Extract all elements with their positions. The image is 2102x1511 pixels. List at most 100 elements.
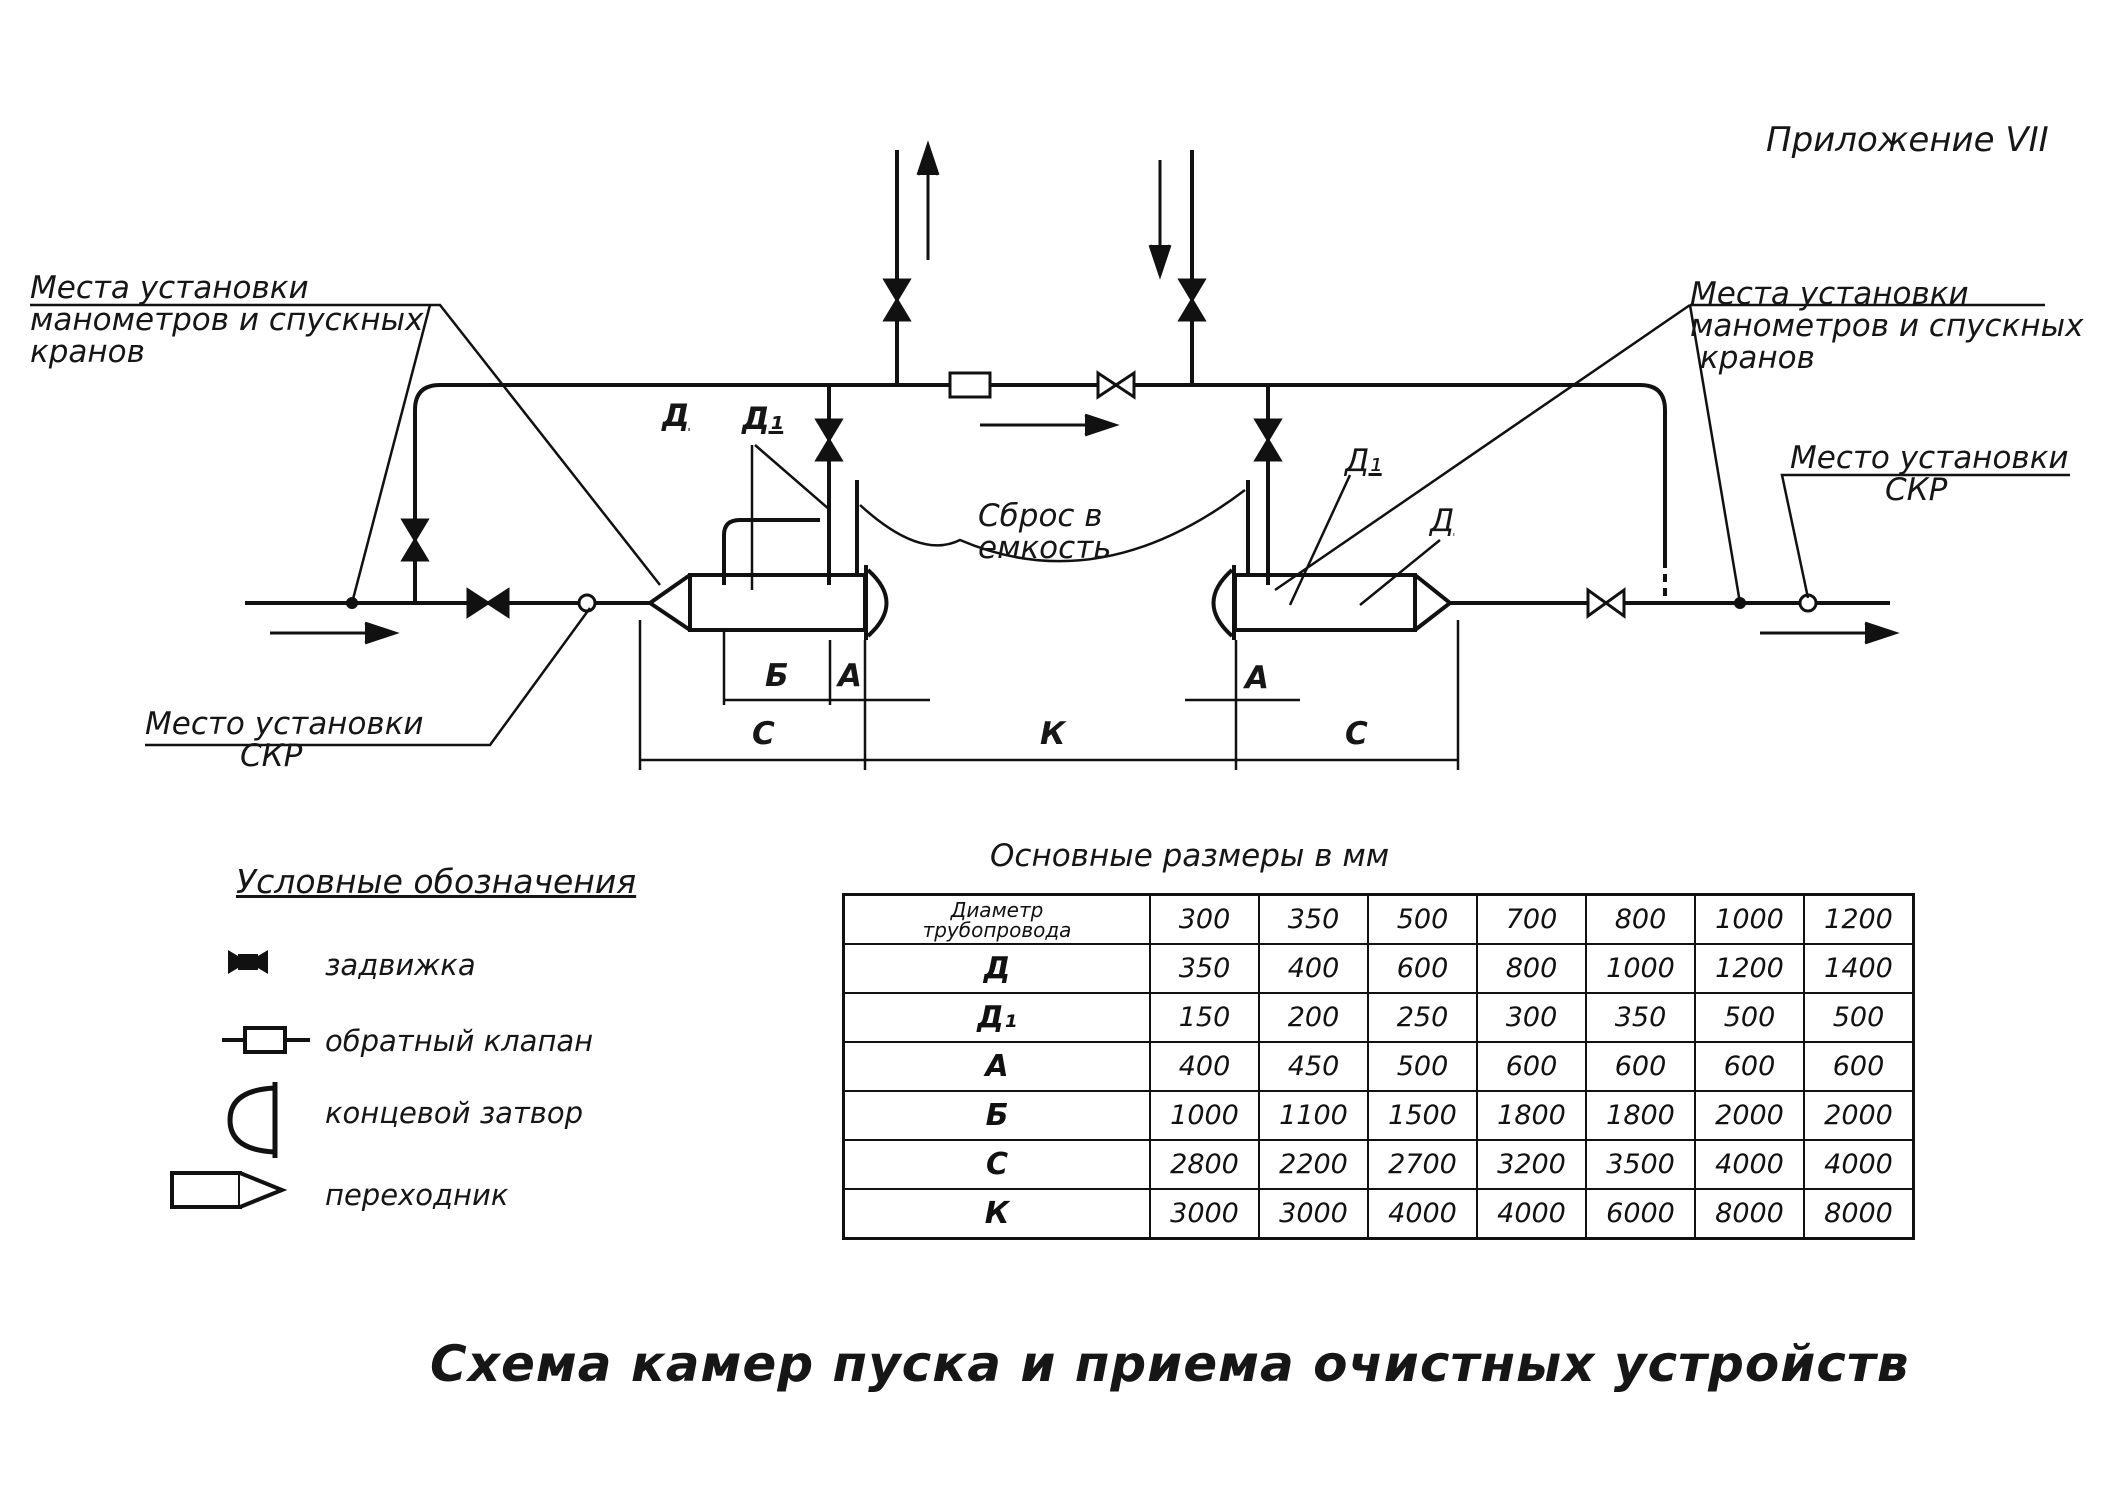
table-cell: 1100 [1258,1090,1369,1141]
table-cell: 500 [1694,992,1805,1043]
table-cell: 200 [1258,992,1369,1043]
label-skr-left: Место установки СКР [145,708,424,772]
table-row: К 3000 3000 4000 4000 6000 8000 8000 [842,1188,1915,1240]
table-cell: 150 [1149,992,1260,1043]
launch-reducer [646,573,692,632]
gate-valve-icon [400,518,430,562]
table-cell: 3000 [1258,1188,1369,1240]
label-manometer-right: Места установки манометров и спускных кр… [1690,278,2083,374]
table-cell: 600 [1803,1041,1915,1092]
check-valve-icon [948,371,992,399]
end-closure-icon [227,1082,278,1158]
table-cell: 4000 [1476,1188,1587,1240]
table-cell: 800 [1476,943,1587,994]
row-label: А [842,1041,1151,1092]
leader-skr-right [1780,473,2070,599]
label-line: кранов [30,334,145,370]
gate-valve-icon [1253,418,1283,462]
table-cell: 1000 [1149,1090,1260,1141]
skr-marker-left [577,593,597,613]
table-row: Б 1000 1100 1500 1800 1800 2000 2000 [842,1090,1915,1141]
label-line: СКР [1885,472,1948,508]
gate-valve-icon [1096,370,1136,400]
label-d1-right: Д₁ [1345,443,1382,479]
table-cell: 2200 [1258,1139,1369,1190]
table-cell: 2700 [1367,1139,1478,1190]
legend-label-adapter: переходник [325,1178,509,1212]
table-cell: 300 [1476,992,1587,1043]
header-label-cell: Диаметр трубопровода [842,893,1151,945]
bypass-pipe [413,383,1667,603]
table-cell: 6000 [1585,1188,1696,1240]
check-valve-icon [222,1026,310,1054]
table-cell: 3000 [1149,1188,1260,1240]
table-cell: 600 [1367,943,1478,994]
table-cell: 3500 [1585,1139,1696,1190]
label-line: кранов [1700,340,1815,376]
receive-closure [1211,568,1234,638]
table-row: А 400 450 500 600 600 600 600 [842,1041,1915,1092]
column-header: 800 [1585,893,1696,945]
row-label: К [842,1188,1151,1240]
adapter-icon [170,1171,288,1209]
column-header: 1200 [1803,893,1915,945]
dim-label-k: К [1040,716,1066,752]
legend-icons [170,950,310,1209]
table-cell: 600 [1476,1041,1587,1092]
row-label: Б [842,1090,1151,1141]
column-header: 350 [1258,893,1369,945]
table-cell: 8000 [1694,1188,1805,1240]
gate-valve-icon [1177,278,1207,322]
table-cell: 8000 [1803,1188,1915,1240]
table-cell: 1200 [1694,943,1805,994]
table-cell: 2000 [1694,1090,1805,1141]
gate-valve-icon [814,418,844,462]
table-cell: 500 [1367,1041,1478,1092]
label-line: Сброс в [978,498,1103,534]
launch-chamber [688,573,867,632]
label-line: Место установки [145,706,424,742]
appendix-label: Приложение VII [1766,120,2049,160]
table-cell: 350 [1585,992,1696,1043]
label-line: емкость [978,530,1112,566]
label-d-left: Д [662,398,690,434]
dim-label-a-right: А [1245,660,1269,696]
table-cell: 500 [1803,992,1915,1043]
table-cell: 4000 [1694,1139,1805,1190]
table-cell: 250 [1367,992,1478,1043]
table-cell: 400 [1258,943,1369,994]
table-cell: 2000 [1803,1090,1915,1141]
table-title: Основные размеры в мм [990,838,1390,874]
row-label: Д₁ [842,992,1151,1043]
launch-closure [866,568,889,638]
left-loop [722,518,820,585]
table-cell: 400 [1149,1041,1260,1092]
table-cell: 1500 [1367,1090,1478,1141]
label-d-right: Д [1430,503,1455,539]
label-discharge: Сброс в емкость [978,500,1112,564]
legend-label-gate-valve: задвижка [325,948,476,982]
label-line: манометров и спускных [1690,308,2084,344]
gate-valve-icon [466,587,510,619]
table-cell: 1400 [1803,943,1915,994]
column-header: 1000 [1694,893,1805,945]
table-cell: 4000 [1803,1139,1915,1190]
row-label: С [842,1139,1151,1190]
dimensions-table: Диаметр трубопровода 300 350 500 700 800… [842,893,1915,1240]
label-line: манометров и спускных [30,302,424,338]
table-cell: 4000 [1367,1188,1478,1240]
label-manometer-left: Места установки манометров и спускных кр… [30,272,423,368]
dim-label-c-left: С [752,716,775,752]
row-label: Д [842,943,1151,994]
table-cell: 600 [1585,1041,1696,1092]
label-skr-right: Место установки СКР [1790,442,2069,506]
leader-manometer-left [30,303,661,586]
dim-label-a-left: А [838,658,862,694]
table-row: Д 350 400 600 800 1000 1200 1400 [842,943,1915,994]
leader-manometer-right [1274,303,1691,592]
label-d1-left: Д₁ [742,401,784,437]
scheme-title: Схема камер пуска и приема очистных устр… [430,1335,1910,1393]
table-cell: 2800 [1149,1139,1260,1190]
column-header: 300 [1149,893,1260,945]
